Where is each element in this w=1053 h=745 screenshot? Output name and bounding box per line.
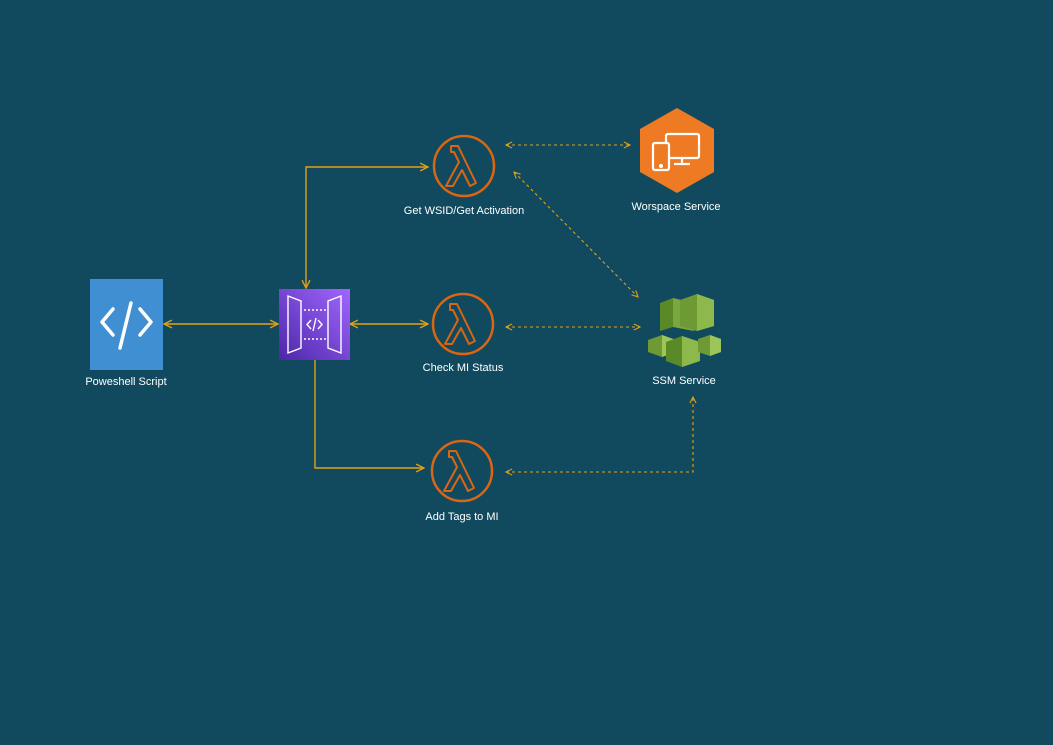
edge-api-gateway-add-tags — [314, 360, 424, 468]
lambda-glyph — [445, 145, 477, 187]
workspaces-glyph — [651, 132, 701, 172]
code-glyph — [100, 301, 153, 350]
lambda-icon — [430, 439, 494, 503]
api-gateway-glyph — [287, 294, 342, 355]
node-lambda-check-mi[interactable]: Check MI Status — [423, 292, 504, 374]
edge-add-tags-ssm — [506, 397, 693, 472]
node-label-add-tags: Add Tags to MI — [425, 511, 498, 523]
ssm-icon — [648, 294, 721, 367]
node-workspace-service[interactable]: Worspace Service — [631, 108, 721, 213]
node-api-gateway[interactable] — [279, 289, 350, 360]
node-label-ssm: SSM Service — [652, 375, 716, 387]
node-label-check-mi: Check MI Status — [423, 362, 504, 374]
node-ssm-service[interactable]: SSM Service — [648, 294, 721, 387]
node-label-workspace: Worspace Service — [631, 201, 720, 213]
lambda-icon — [431, 292, 495, 356]
node-powershell-script[interactable]: Poweshell Script — [85, 279, 167, 388]
lambda-glyph — [444, 303, 476, 345]
edges — [164, 145, 693, 472]
node-label-powershell: Poweshell Script — [85, 376, 166, 388]
lambda-glyph — [443, 450, 475, 492]
node-lambda-get-wsid[interactable]: Get WSID/Get Activation — [404, 134, 524, 217]
edge-api-gateway-get-wsid — [306, 167, 428, 288]
node-label-get-wsid: Get WSID/Get Activation — [404, 205, 524, 217]
edge-get-wsid-ssm — [514, 172, 638, 297]
lambda-icon — [432, 134, 496, 198]
node-lambda-add-tags[interactable]: Add Tags to MI — [425, 439, 499, 523]
workspaces-icon — [640, 108, 714, 193]
